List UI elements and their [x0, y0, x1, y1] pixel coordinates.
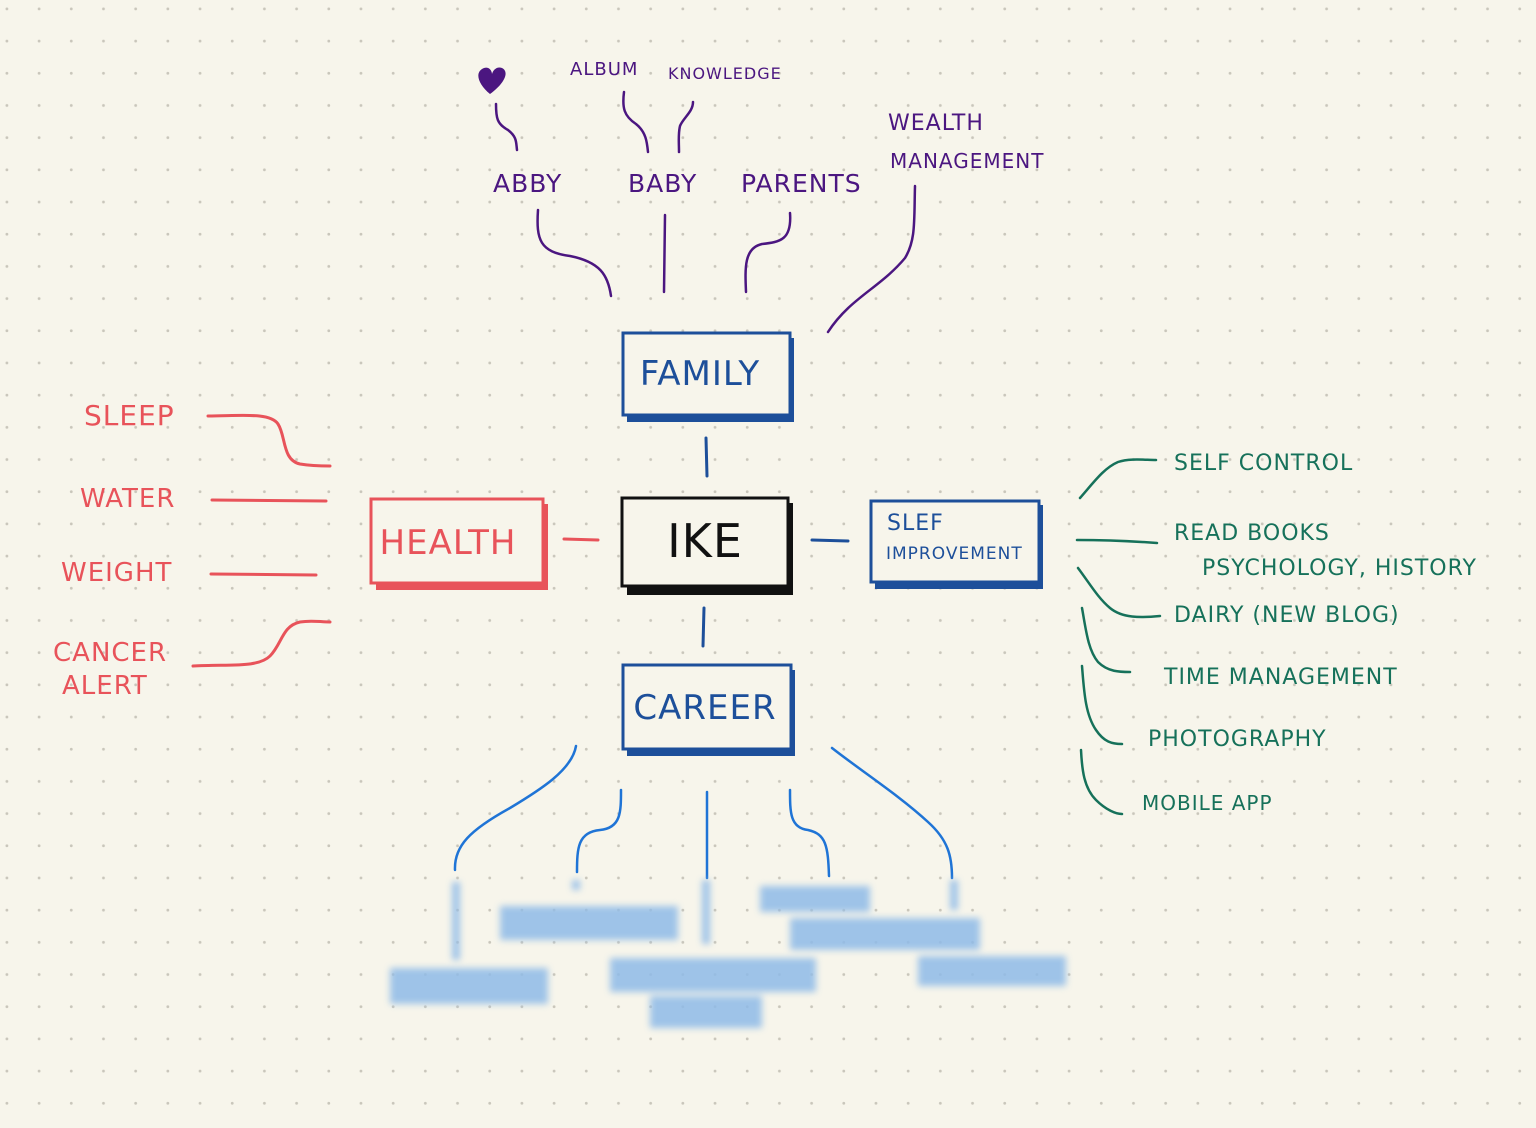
self-improvement-label-line1: SLEF	[887, 511, 944, 536]
center-health-connector	[562, 537, 600, 542]
career-connectors	[453, 744, 954, 880]
center-career-connector	[701, 606, 706, 648]
self-child-photography: PHOTOGRAPHY	[1148, 727, 1327, 752]
self-improvement-connectors	[1075, 458, 1162, 816]
center-connectors	[701, 436, 850, 648]
health-child-cancer-line1: CANCER	[53, 638, 167, 668]
redacted-block	[918, 956, 1066, 986]
health-node: HEALTH	[369, 497, 548, 590]
center-family-connector	[704, 436, 709, 478]
family-child-baby: BABY	[628, 169, 697, 198]
family-label: FAMILY	[640, 354, 760, 394]
health-connectors	[191, 413, 332, 668]
family-grandchild-album: ALBUM	[570, 59, 638, 80]
family-child-wealth-line2: MANAGEMENT	[890, 149, 1044, 173]
redacted-stub	[702, 880, 710, 944]
self-improvement-children: SELF CONTROL READ BOOKS PSYCHOLOGY, HIST…	[1142, 451, 1477, 815]
family-connectors	[494, 90, 917, 334]
health-label: HEALTH	[380, 523, 517, 563]
family-children: ABBY BABY ALBUM KNOWLEDGE PARENTS WEALTH…	[478, 59, 1044, 198]
career-children-redacted	[390, 880, 1066, 1028]
career-label: CAREER	[633, 688, 776, 728]
family-child-wealth-line1: WEALTH	[888, 111, 984, 136]
family-node: FAMILY	[621, 331, 794, 422]
family-child-abby: ABBY	[493, 169, 562, 198]
redacted-block	[500, 906, 678, 940]
redacted-stub	[950, 880, 958, 910]
redacted-stub	[452, 882, 460, 960]
center-label: IKE	[667, 514, 743, 568]
heart-icon	[478, 67, 506, 94]
career-node: CAREER	[621, 663, 795, 756]
health-child-cancer-line2: ALERT	[62, 671, 148, 701]
self-improvement-label-line2: IMPROVEMENT	[886, 544, 1023, 564]
redacted-block	[760, 886, 870, 912]
self-child-read-books: READ BOOKS	[1174, 521, 1330, 546]
health-child-sleep: SLEEP	[84, 399, 175, 432]
redacted-block	[650, 996, 762, 1028]
redacted-block	[790, 918, 980, 950]
family-child-parents: PARENTS	[741, 169, 862, 198]
self-child-self-control: SELF CONTROL	[1174, 451, 1353, 476]
self-improvement-node: SLEF IMPROVEMENT	[869, 499, 1043, 589]
redacted-block	[390, 968, 548, 1004]
health-children: SLEEP WATER WEIGHT CANCER ALERT	[53, 399, 175, 701]
self-child-dairy: DAIRY (NEW BLOG)	[1174, 603, 1400, 628]
center-self-connector	[810, 538, 850, 543]
family-grandchild-knowledge: KNOWLEDGE	[668, 64, 782, 83]
redacted-stub	[572, 880, 580, 890]
self-child-time-management: TIME MANAGEMENT	[1163, 665, 1398, 690]
self-child-read-topics: PSYCHOLOGY, HISTORY	[1202, 556, 1477, 581]
center-node: IKE	[620, 496, 793, 595]
self-child-mobile-app: MOBILE APP	[1142, 791, 1273, 815]
health-child-weight: WEIGHT	[61, 558, 172, 588]
health-child-water: WATER	[80, 484, 175, 514]
redacted-block	[610, 958, 816, 992]
